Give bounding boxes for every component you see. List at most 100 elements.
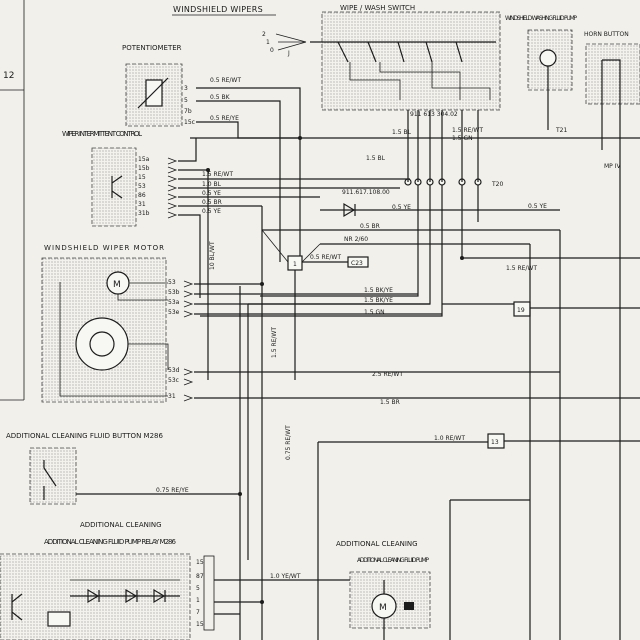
control-pin: 15a — [138, 156, 150, 163]
switch-contact — [397, 41, 405, 63]
wire-label: 0.5 RE/WT — [210, 77, 241, 84]
junction-1-label: 1 — [293, 261, 297, 268]
junction-1: 1 0.5 RE/WT C23 — [261, 229, 369, 380]
wire-label: 1.5 BL — [366, 155, 386, 162]
potentiometer-pin: 15c — [184, 119, 195, 126]
washing-fluid-pump: WINDSHIELD WASHING FLUID PUMP T21 — [505, 15, 577, 134]
junction-dot — [206, 168, 210, 172]
motor-internal-wire — [117, 294, 168, 301]
wire-label: 0.5 BR — [360, 223, 380, 230]
ref-t20: T20 — [491, 181, 503, 188]
horn-button-label: HORN BUTTON — [584, 31, 629, 38]
wire-label: 0.5 YE — [392, 204, 411, 211]
control-pin: 53 — [138, 183, 146, 190]
relay-transistor-leg — [11, 593, 23, 603]
potentiometer-wiper — [137, 77, 169, 109]
ref-13: 13 — [487, 433, 640, 449]
junction-dot — [460, 256, 464, 260]
diode: 911.617.108.00 0.5 YE 0.5 YE — [320, 189, 560, 218]
wire-label: 0.5 BR — [202, 199, 222, 206]
control-pin: 31 — [138, 201, 146, 208]
wire-t20-down — [200, 185, 443, 317]
cleaning-button-label: ADDITIONAL CLEANING FLUID BUTTON M286 — [6, 432, 163, 440]
horn-button: HORN BUTTON MP IV — [584, 31, 640, 640]
motor-pin: 53 — [168, 279, 176, 286]
switch-internal-wire — [431, 62, 491, 100]
wire-label: 0.5 RE/YE — [210, 115, 239, 122]
wire-label: 1.0 BL — [202, 181, 222, 188]
wire-label: 1.5 RE/WT — [202, 171, 233, 178]
motor-pin: 31 — [168, 393, 176, 400]
wire-31b-ye — [178, 214, 201, 298]
cleaning-button-box — [29, 447, 77, 505]
control-pin: 86 — [138, 192, 146, 199]
relay-pin: 87 — [196, 573, 204, 580]
wire-label: 0.75 RE/WT — [285, 425, 292, 460]
wire-label: 1.5 BK/YE — [364, 287, 393, 294]
wire-label: 1.0 RE/WT — [434, 435, 465, 442]
wire-label: 1.5 BR — [380, 399, 400, 406]
ref-13-label: 13 — [491, 439, 499, 446]
wire-label: 1.5 RE/WT — [452, 127, 483, 134]
wire-label: 10 BL/WT — [209, 241, 216, 270]
switch-contact — [337, 41, 349, 63]
wire-15a — [178, 138, 197, 162]
relay-pin: 15 — [196, 621, 204, 628]
motor-connector: 53 53b 53a 53e 53d 53c 31 — [168, 279, 194, 402]
wire-label: 0.5 YE — [202, 208, 221, 215]
windshield-wiper-motor: WINDSHIELD WIPER MOTOR M — [41, 244, 169, 403]
potentiometer: POTENTIOMETER 3 5 7b 15c — [122, 44, 195, 127]
wire-label: 0.5 RE/WT — [310, 254, 341, 261]
relay-pin: 5 — [196, 585, 200, 592]
cleaning-pump-label-line2: ADDITIONAL CLEANING FLUID PUMP — [357, 557, 429, 564]
switch-fan-line — [275, 33, 307, 43]
wire-t20-down — [260, 185, 419, 297]
wire-label: 1.5 GN — [364, 309, 385, 316]
wipe-wash-switch: WIPE / WASH SWITCH 911 613 304.02 — [310, 4, 501, 118]
cleaning-fluid-pump: ADDITIONAL CLEANING ADDITIONAL CLEANING … — [336, 540, 431, 640]
potentiometer-resistor — [145, 79, 163, 107]
switch-contact — [367, 41, 377, 63]
motor-pin: 53e — [168, 309, 180, 316]
row-number: 12 — [3, 71, 14, 81]
ref-c23: C23 — [351, 260, 363, 267]
motor-pin: 53d — [168, 367, 180, 374]
switch-position-label: 1 — [266, 39, 270, 46]
switch-internal-wire — [379, 62, 461, 100]
relay-pin: 1 — [196, 597, 200, 604]
junction-dot — [238, 492, 242, 496]
relay-coil — [47, 611, 71, 627]
motor-connector-arrows — [183, 280, 194, 402]
junction-fan — [261, 229, 289, 263]
junction-dot — [260, 282, 264, 286]
junction-dot — [260, 600, 264, 604]
motor-cam-inner — [89, 331, 115, 357]
relay-pin: 15 — [196, 559, 204, 566]
connector-arrows — [167, 157, 178, 219]
motor-letter: M — [113, 280, 121, 290]
wiper-motor-label: WINDSHIELD WIPER MOTOR — [44, 244, 164, 252]
wire-label: NR 2/60 — [344, 236, 368, 243]
switch-contact — [455, 41, 463, 63]
motor-internal-wire — [59, 282, 168, 397]
potentiometer-label: POTENTIOMETER — [122, 44, 182, 52]
wire-pot-re-ye — [196, 121, 300, 139]
diode-part-number: 911.617.108.00 — [342, 189, 390, 196]
ref-mp-iv: MP IV — [604, 163, 621, 170]
wire-t20-down — [461, 185, 640, 259]
washing-pump-label: WINDSHIELD WASHING FLUID PUMP — [505, 15, 577, 22]
wipe-wash-switch-label: WIPE / WASH SWITCH — [340, 4, 415, 12]
wire-label: 1.5 RE/WT — [506, 265, 537, 272]
wipe-wash-switch-box — [321, 11, 501, 111]
junction-fan — [301, 243, 321, 263]
relay-diode — [125, 588, 138, 604]
wiper-intermittent-control: WIPER INTERMITTENT CONTROL — [62, 130, 142, 227]
pump-relay-label-line2: ADDITIONAL CLEANING FLUID PUMP RELAY M28… — [44, 538, 177, 546]
diode-symbol — [343, 202, 356, 218]
horn-button-box — [585, 43, 640, 105]
switch-internal-wire — [349, 62, 401, 100]
horn-button-wire — [602, 59, 621, 640]
pump-motor-tab — [404, 602, 414, 610]
control-pin: 31b — [138, 210, 150, 217]
diagram-title: WINDSHIELD WIPERS — [173, 5, 263, 14]
